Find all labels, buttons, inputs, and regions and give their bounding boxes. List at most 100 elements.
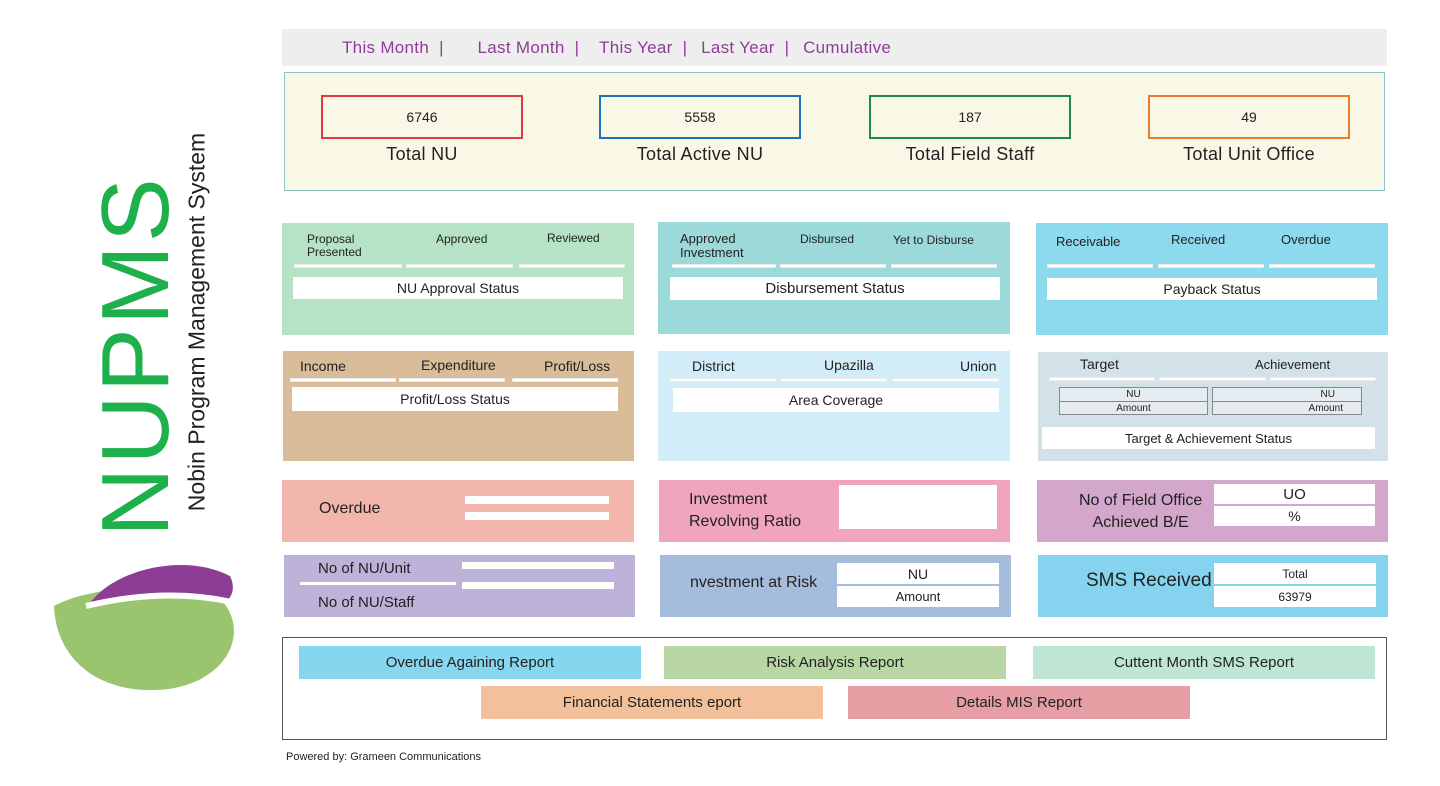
col-header-disbursed: Disbursed: [800, 232, 855, 246]
stat-value-box: 5558: [599, 95, 801, 139]
stat-value-box: 187: [869, 95, 1071, 139]
nu-per-unit-label: No of NU/Unit: [318, 560, 411, 577]
profit-loss-status: Profit/Loss Status: [292, 387, 618, 411]
footer-powered-by: Powered by: Grameen Communications: [286, 751, 482, 763]
investment-at-risk-card[interactable]: nvestment at Risk NU Amount: [660, 555, 1011, 617]
value-bar: [1159, 377, 1266, 381]
value-bar: [406, 264, 513, 268]
area-coverage-status: Area Coverage: [673, 388, 999, 412]
tab-this-year[interactable]: This Year: [599, 37, 673, 57]
overdue-label: Overdue: [319, 500, 381, 517]
tab-this-month[interactable]: This Month: [342, 37, 430, 57]
mini-row-nu: NU: [1126, 389, 1141, 400]
col-header-receivable: Receivable: [1056, 234, 1121, 249]
period-tab-bar: This Month | Last Month | This Year | La…: [282, 29, 1387, 66]
stat-label: Total Unit Office: [1183, 144, 1315, 164]
value-bar: [1270, 377, 1376, 381]
target-achievement-status: Target & Achievement Status: [1042, 427, 1375, 449]
financial-statements-report-button[interactable]: Financial Statements eport: [481, 686, 823, 719]
sms-total-cell: Total: [1214, 563, 1376, 584]
value-bar: [1269, 264, 1375, 268]
divider: [300, 582, 456, 585]
col-header-approved: Approved: [436, 232, 488, 246]
value-bar: [1049, 377, 1155, 381]
overdue-value-bar: [465, 496, 609, 504]
tab-last-month[interactable]: Last Month: [477, 37, 565, 57]
tab-separator: |: [574, 37, 580, 57]
tab-last-year[interactable]: Last Year: [701, 37, 775, 57]
reports-panel: Overdue Againing Report Risk Analysis Re…: [282, 637, 1387, 740]
value-bar: [294, 264, 402, 268]
stat-total-nu: 6746 Total NU: [321, 95, 523, 165]
stat-total-field-staff: 187 Total Field Staff: [869, 95, 1071, 165]
value-bar: [892, 378, 999, 382]
value-bar: [512, 378, 618, 382]
overdue-card[interactable]: Overdue: [282, 480, 634, 542]
leaf-logo-icon: [54, 564, 234, 691]
summary-panel: 6746 Total NU 5558 Total Active NU 187 T…: [284, 72, 1385, 191]
col-header-district: District: [692, 358, 735, 374]
risk-amount-cell: Amount: [837, 586, 999, 607]
overdue-aging-report-button[interactable]: Overdue Againing Report: [299, 646, 641, 679]
nu-per-staff-value-bar: [462, 582, 614, 589]
overdue-value-bar: [465, 512, 609, 520]
value-bar: [780, 378, 887, 382]
area-coverage-card[interactable]: District Upazilla Union Area Coverage: [658, 351, 1010, 461]
field-office-uo-cell: UO: [1214, 484, 1375, 504]
investment-at-risk-label: nvestment at Risk: [690, 574, 818, 591]
field-office-percent-cell: %: [1214, 506, 1375, 526]
mini-row-amount: Amount: [1060, 401, 1207, 414]
stat-value-box: 6746: [321, 95, 523, 139]
sms-count-cell: 63979: [1214, 586, 1376, 607]
col-header-union: Union: [960, 358, 997, 374]
col-header-yet-to-disburse: Yet to Disburse: [893, 233, 974, 247]
tab-separator: |: [439, 37, 444, 57]
nu-per-unit-card[interactable]: No of NU/Unit No of NU/Staff: [284, 555, 635, 617]
stat-total-unit-office: 49 Total Unit Office: [1148, 95, 1350, 165]
value-bar: [670, 378, 777, 382]
current-month-sms-report-button[interactable]: Cuttent Month SMS Report: [1033, 646, 1375, 679]
profit-loss-card[interactable]: Income Expenditure Profit/Loss Profit/Lo…: [283, 351, 634, 461]
value-bar: [891, 264, 997, 268]
value-bar: [519, 264, 625, 268]
payback-card[interactable]: Receivable Received Overdue Payback Stat…: [1036, 223, 1388, 335]
value-bar: [672, 264, 776, 268]
col-header-upazilla: Upazilla: [824, 357, 874, 373]
col-header-achievement: Achievement: [1255, 357, 1331, 372]
sms-received-card[interactable]: SMS Received Total 63979: [1038, 555, 1388, 617]
brand-panel: NUPMS Nobin Program Management System: [0, 0, 270, 786]
col-header-income: Income: [300, 358, 346, 374]
payback-status: Payback Status: [1047, 278, 1377, 300]
value-bar: [1158, 264, 1264, 268]
tab-separator: |: [682, 37, 688, 57]
tab-separator: |: [784, 37, 790, 57]
stat-value-box: 49: [1148, 95, 1350, 139]
nu-per-staff-label: No of NU/Staff: [318, 594, 415, 611]
disbursement-status: Disbursement Status: [670, 277, 1000, 300]
col-header-overdue: Overdue: [1281, 232, 1331, 247]
sms-received-label: SMS Received: [1086, 570, 1212, 591]
risk-analysis-report-button[interactable]: Risk Analysis Report: [664, 646, 1006, 679]
brand-logo-text: NUPMS: [82, 175, 189, 537]
col-header-target: Target: [1080, 356, 1119, 372]
target-achievement-card[interactable]: Target Achievement NU Amount NU Amount T…: [1038, 352, 1388, 461]
value-bar: [399, 378, 505, 382]
stat-label: Total NU: [386, 144, 458, 164]
brand-subtitle: Nobin Program Management System: [183, 132, 210, 512]
value-bar: [780, 264, 886, 268]
stat-label: Total Field Staff: [905, 144, 1035, 164]
value-bar: [1047, 264, 1153, 268]
col-header-received: Received: [1171, 232, 1226, 247]
stat-label: Total Active NU: [636, 144, 764, 164]
col-header-profit-loss: Profit/Loss: [544, 358, 611, 374]
target-mini-table: NU Amount: [1059, 387, 1208, 415]
tab-cumulative[interactable]: Cumulative: [803, 37, 892, 57]
details-mis-report-button[interactable]: Details MIS Report: [848, 686, 1190, 719]
